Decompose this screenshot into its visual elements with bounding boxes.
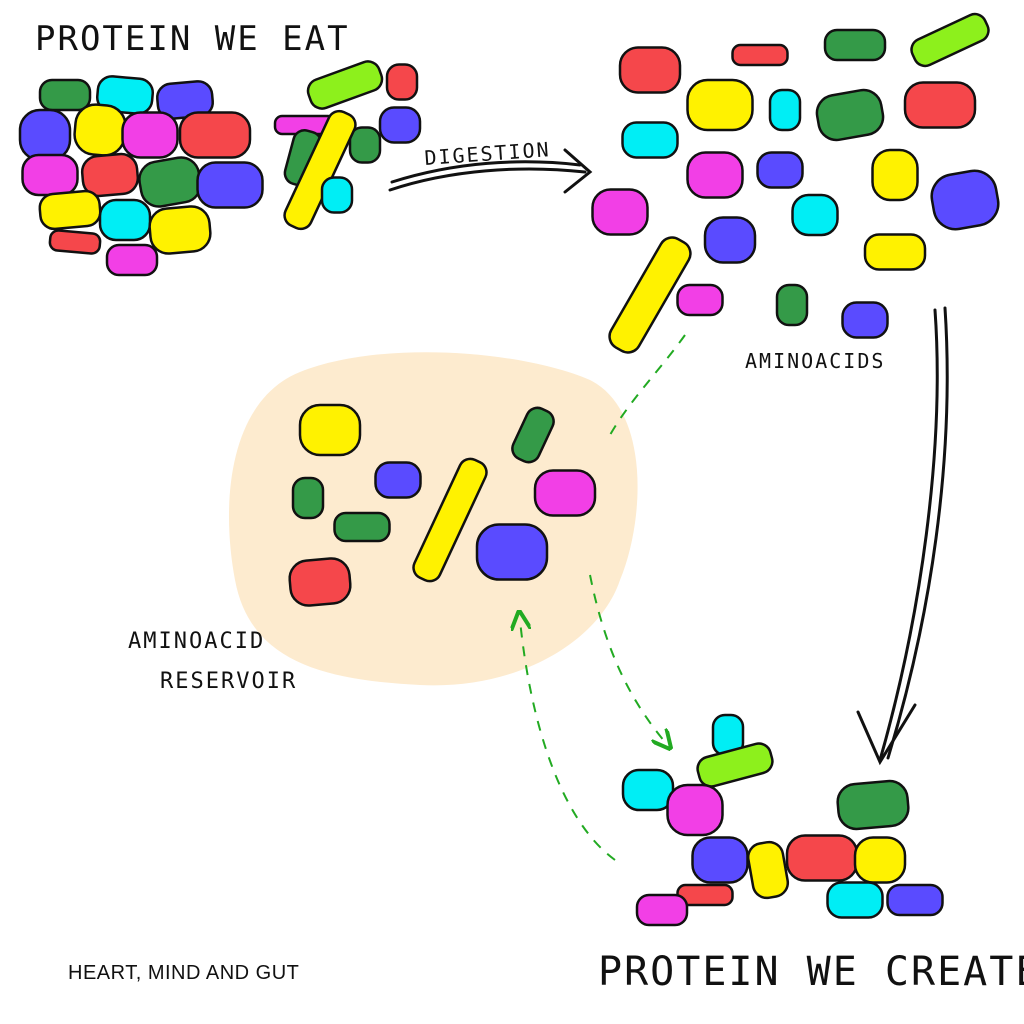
aminoacid-blob-green (348, 126, 382, 164)
aminoacid-blob-blue (756, 151, 804, 189)
aminoacid-blob-blue (378, 106, 422, 144)
aminoacid-blob-green (775, 283, 809, 327)
aminoacid-blob-yellow (298, 403, 362, 457)
aminoacid-blob-red (80, 152, 140, 198)
aminoacid-blob-green (138, 156, 202, 208)
aminoacid-blob-cyan (95, 75, 155, 115)
aminoacid-blob-magenta (686, 151, 744, 199)
aminoacid-blob-red (178, 111, 252, 159)
credit-text: HEART, MIND AND GUT (68, 962, 300, 984)
aminoacid-blob-blue (475, 523, 549, 581)
reservoir-area (228, 352, 638, 686)
aminoacid-blob-red (385, 63, 419, 101)
aminoacid-blob-magenta (676, 283, 724, 317)
title-protein-we-eat: PROTEIN WE EAT (35, 19, 350, 59)
digestion-arrow (388, 148, 593, 194)
digestion-label: DIGESTION (424, 137, 552, 170)
aminoacid-blob-yellow (38, 189, 102, 231)
reservoir-label-line1: AMINOACID (128, 629, 265, 654)
aminoacid-blob-blue (691, 836, 749, 884)
aminoacid-blob-magenta (666, 783, 724, 837)
aminoacid-blob-magenta (533, 469, 597, 517)
aminoacid-blob-cyan (621, 121, 679, 159)
aminoacid-blob-lime (306, 60, 384, 110)
aminoacid-blob-green (333, 511, 391, 543)
dashed-arrow-from-protein (520, 620, 616, 861)
aminoacid-blob-lime (910, 12, 990, 68)
aminoacid-blob-red (731, 43, 789, 67)
aminoacids-label: AMINOACIDS (745, 349, 885, 373)
aminoacid-blob-red (785, 834, 859, 882)
reservoir-label-line2: RESERVOIR (160, 669, 297, 694)
aminoacid-blob-cyan (621, 768, 675, 812)
aminoacid-blob-green (836, 779, 910, 831)
aminoacid-blob-red (618, 46, 682, 94)
aminoacid-blob-magenta (591, 188, 649, 236)
aminoacid-blob-blue (930, 169, 1000, 231)
title-protein-we-create: PROTEIN WE CREATE (598, 949, 1024, 995)
aminoacid-blob-green (823, 28, 887, 62)
aminoacid-blob-yellow (853, 836, 907, 884)
aminoacid-blob-magenta (121, 111, 179, 159)
dashed-arrow-to-reservoir (609, 334, 686, 436)
aminoacid-blob-cyan (768, 88, 802, 132)
creation-arrow (856, 306, 949, 766)
aminoacid-blob-magenta (21, 153, 79, 197)
aminoacid-blob-lime (696, 742, 774, 788)
aminoacid-blob-cyan (826, 881, 884, 919)
aminoacid-blob-cyan (98, 198, 152, 242)
aminoacid-blob-cyan (791, 193, 839, 237)
dashed-arrow-to-protein (589, 574, 665, 742)
aminoacid-blob-red (903, 81, 977, 129)
aminoacid-blob-yellow (283, 109, 357, 231)
aminoacid-blob-blue (374, 461, 422, 499)
aminoacid-blob-yellow (148, 205, 212, 255)
aminoacid-blob-yellow (412, 457, 488, 583)
aminoacid-blob-yellow (608, 236, 692, 354)
aminoacid-blob-yellow (686, 78, 754, 132)
aminoacid-blob-green (38, 78, 92, 112)
aminoacid-blob-blue (841, 301, 889, 339)
aminoacid-blob-green (511, 406, 555, 464)
aminoacid-blob-yellow (863, 233, 927, 271)
aminoacid-blob-yellow (871, 148, 919, 202)
aminoacid-blob-red (288, 557, 352, 607)
aminoacid-blob-blue (703, 216, 757, 264)
aminoacid-blob-green (291, 476, 325, 520)
aminoacid-blob-magenta (635, 893, 689, 927)
aminoacid-blob-magenta (105, 243, 159, 277)
aminoacid-blob-red (48, 229, 102, 255)
aminoacid-blob-blue (18, 108, 72, 162)
dashed-arrows (520, 334, 686, 861)
aminoacid-blob-blue (196, 161, 264, 209)
aminoacid-blob-cyan (320, 176, 354, 214)
aminoacid-blob-yellow (746, 840, 790, 900)
aminoacid-blob-yellow (73, 103, 127, 157)
aminoacid-blob-blue (886, 883, 944, 917)
aminoacid-blob-green (815, 88, 885, 142)
